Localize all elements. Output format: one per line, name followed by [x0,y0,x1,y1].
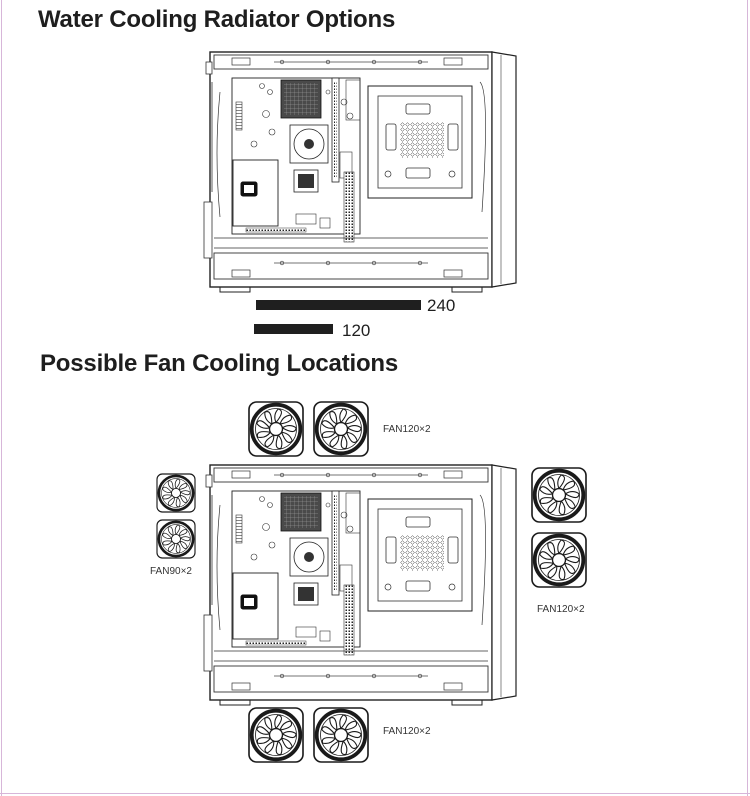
case-drawing-bottom [203,464,517,706]
fan-icon-left-1 [155,472,197,514]
radiator-section-title: Water Cooling Radiator Options [38,6,396,33]
fan-label-top: FAN120×2 [383,424,431,435]
fan-section-title: Possible Fan Cooling Locations [40,350,399,377]
radiator-240-bar [256,300,421,310]
fan-icon-top-2 [312,400,370,458]
case-drawing-top [203,51,517,293]
fan-icon-left-2 [155,518,197,560]
fan-label-right: FAN120×2 [537,604,585,615]
fan-icon-top-1 [247,400,305,458]
frame-border-bottom [0,793,750,794]
fan-icon-right-2 [530,531,588,589]
fan-icon-bottom-2 [312,706,370,764]
radiator-120-label: 120 [342,321,371,340]
fan-icon-bottom-1 [247,706,305,764]
frame-border-right [747,0,748,796]
radiator-120-bar [254,324,333,334]
fan-label-bottom: FAN120×2 [383,726,431,737]
fan-icon-right-1 [530,466,588,524]
radiator-240-label: 240 [427,296,456,315]
fan-label-left: FAN90×2 [150,566,192,577]
frame-border-left [1,0,2,796]
